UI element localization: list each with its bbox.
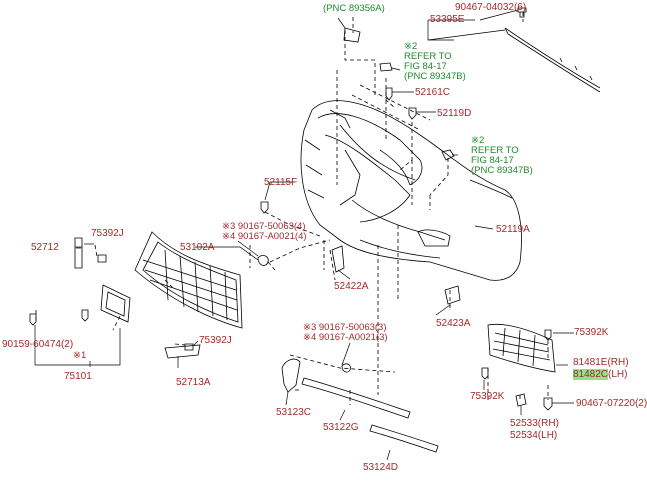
- ref-pnc-89356a: (PNC 89356A): [323, 3, 385, 14]
- note-fastener-set-upper-1: ※3 90167-50063(4): [222, 221, 306, 232]
- clip-52119d: [408, 107, 417, 120]
- ref-note-lower-line1: REFER TO: [471, 145, 519, 156]
- label-53122g: 53122G: [323, 422, 359, 433]
- fog-cover: [487, 323, 556, 373]
- bolt-90159b: [81, 309, 89, 322]
- label-53123c: 53123C: [276, 407, 312, 418]
- bracket-89347b-upper: [379, 62, 393, 72]
- ref-note-upper-line2: FIG 84-17: [404, 61, 447, 72]
- spoiler-53122g: [301, 377, 411, 419]
- clip-75392j-upper: [97, 254, 107, 263]
- bolt-90159: [29, 313, 37, 326]
- bracket-52713a: [164, 344, 201, 359]
- ref-note-upper-line1: REFER TO: [404, 51, 452, 62]
- note-mark-1: ※1: [73, 350, 87, 361]
- plug-89356a: [343, 27, 361, 43]
- label-52422a: 52422A: [334, 281, 369, 292]
- note-fastener-set-upper-2: ※4 90167-A0021(4): [222, 231, 307, 242]
- label-75392k-upper: 75392K: [574, 327, 609, 338]
- molding-53124d: [369, 424, 439, 453]
- label-75101: 75101: [64, 371, 92, 382]
- license-bracket: [100, 284, 131, 323]
- label-90159-60474: 90159-60474(2): [2, 339, 74, 350]
- bolt-52115f: [260, 201, 269, 214]
- clip-90167: [257, 255, 269, 266]
- molding-53123c: [281, 358, 301, 393]
- label-52423a: 52423A: [436, 318, 471, 329]
- label-52533: 52533(RH): [510, 418, 559, 429]
- ref-note-lower-mark: ※2: [471, 135, 485, 146]
- clip-75392k-upper: [544, 329, 552, 341]
- label-52119a: 52119A: [496, 224, 530, 235]
- screw-52161c: [385, 87, 393, 101]
- label-52115f: 52115F: [264, 177, 298, 188]
- clip-75392k-lower: [481, 367, 489, 380]
- clip-90167-lower: [341, 363, 351, 373]
- label-75392j-lower: 75392J: [199, 335, 232, 346]
- label-53102a: 53102A: [180, 242, 215, 253]
- label-52713a: 52713A: [176, 377, 211, 388]
- bumper-cover: [300, 100, 522, 281]
- label-53395e: 53395E: [430, 14, 465, 25]
- bracket-52423a: [444, 285, 461, 305]
- ref-note-lower-line3: (PNC 89347B): [471, 165, 533, 176]
- label-90467-07220: 90467-07220(2): [576, 398, 647, 409]
- bracket-52712: [74, 237, 83, 269]
- ref-note-lower-line2: FIG 84-17: [471, 155, 514, 166]
- label-81481e: 81481E(RH): [573, 357, 629, 368]
- label-90467-04032: 90467-04032(6): [455, 2, 527, 13]
- label-53124d: 53124D: [363, 462, 399, 473]
- label-81482c-side: (LH): [608, 369, 628, 380]
- label-52161c: 52161C: [415, 87, 451, 98]
- label-75392k-lower: 75392K: [470, 391, 505, 402]
- clip-75392j-lower: [184, 343, 194, 351]
- note-fastener-set-lower-2: ※4 90167-A0021(3): [303, 332, 388, 343]
- highlighted-part-number: 81482C: [573, 369, 609, 380]
- bracket-52533: [515, 393, 527, 407]
- label-81482c: 81482C(LH): [573, 369, 627, 380]
- label-75392j-upper: 75392J: [91, 228, 124, 239]
- note-fastener-set-lower-1: ※3 90167-50063(3): [303, 322, 387, 333]
- label-52119d: 52119D: [437, 108, 472, 119]
- radiator-grille: [134, 231, 243, 329]
- label-52712: 52712: [31, 242, 59, 253]
- ref-note-upper-line3: (PNC 89347B): [404, 71, 466, 82]
- upper-retainer: [504, 27, 601, 93]
- label-52534: 52534(LH): [510, 430, 558, 441]
- clip-90467-07220: [543, 397, 553, 411]
- clip-90467-04032: [517, 7, 527, 18]
- ref-note-upper-mark: ※2: [404, 41, 418, 52]
- bracket-89347b-lower: [441, 149, 455, 161]
- bracket-52422a: [331, 245, 345, 273]
